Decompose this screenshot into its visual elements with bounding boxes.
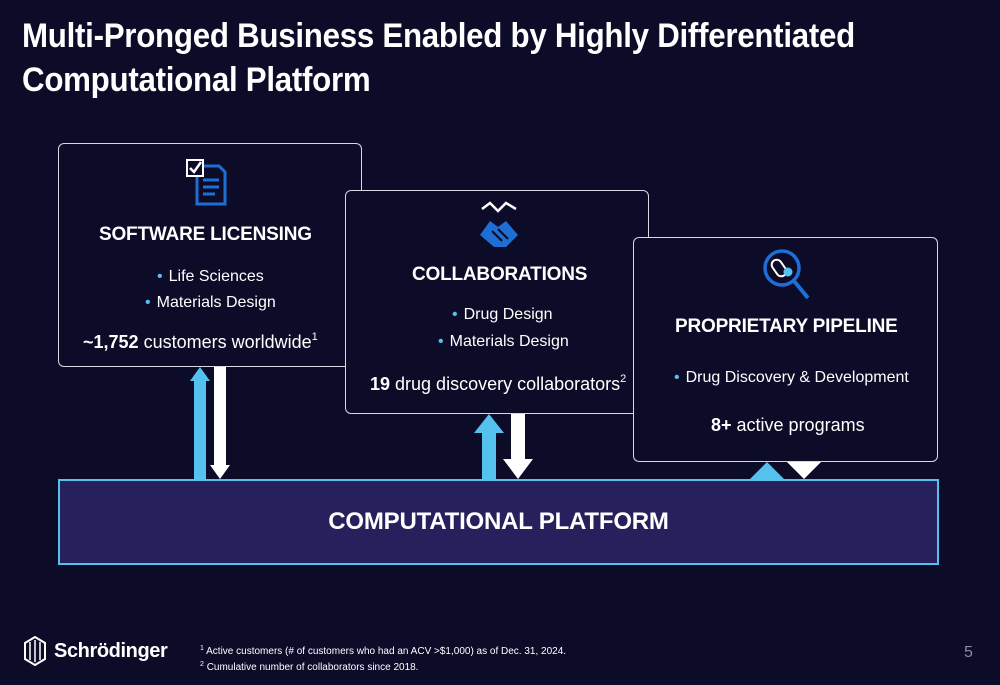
slide-title: Multi-Pronged Business Enabled by Highly… bbox=[22, 17, 855, 99]
computational-platform-bar: COMPUTATIONAL PLATFORM bbox=[58, 479, 939, 565]
logo-mark-icon bbox=[24, 636, 46, 666]
schrodinger-logo: Schrödinger bbox=[24, 636, 168, 666]
pipeline-bullet-1: •Drug Discovery & Development bbox=[674, 369, 909, 386]
collab-stat: 19 drug discovery collaborators2 bbox=[370, 373, 627, 394]
proprietary-pipeline-card: PROPRIETARY PIPELINE •Drug Discovery & D… bbox=[633, 237, 938, 462]
footnote-2: 2 Cumulative number of collaborators sin… bbox=[200, 661, 419, 673]
collaborations-heading: COLLABORATIONS bbox=[412, 264, 588, 285]
page-number: 5 bbox=[964, 644, 973, 661]
collab-bullet-1: •Drug Design bbox=[452, 306, 553, 323]
pipeline-up-arrow bbox=[750, 462, 784, 479]
software-stat: ~1,752 customers worldwide1 bbox=[83, 331, 318, 352]
clipboard-check-icon bbox=[186, 159, 227, 206]
pipeline-heading: PROPRIETARY PIPELINE bbox=[675, 316, 898, 337]
footnotes: 1 Active customers (# of customers who h… bbox=[200, 642, 566, 674]
collab-down-arrow bbox=[503, 414, 533, 479]
software-bullet-2: •Materials Design bbox=[145, 294, 276, 311]
collab-bullet-2: •Materials Design bbox=[438, 333, 569, 350]
handshake-icon bbox=[480, 201, 518, 247]
software-up-arrow bbox=[190, 367, 210, 479]
pipeline-down-arrow bbox=[787, 462, 821, 479]
collaborations-card: COLLABORATIONS •Drug Design •Materials D… bbox=[345, 190, 649, 414]
pipeline-stat: 8+ active programs bbox=[711, 415, 865, 435]
software-down-arrow bbox=[210, 367, 230, 479]
footnote-1: 1 Active customers (# of customers who h… bbox=[200, 645, 567, 657]
collab-up-arrow bbox=[474, 414, 504, 479]
software-heading: SOFTWARE LICENSING bbox=[99, 224, 312, 245]
logo-text: Schrödinger bbox=[54, 639, 168, 662]
platform-label: COMPUTATIONAL PLATFORM bbox=[328, 508, 669, 535]
pill-magnifier-icon bbox=[763, 249, 810, 300]
software-bullet-1: •Life Sciences bbox=[157, 268, 264, 285]
software-licensing-card: SOFTWARE LICENSING •Life Sciences •Mater… bbox=[58, 143, 362, 367]
